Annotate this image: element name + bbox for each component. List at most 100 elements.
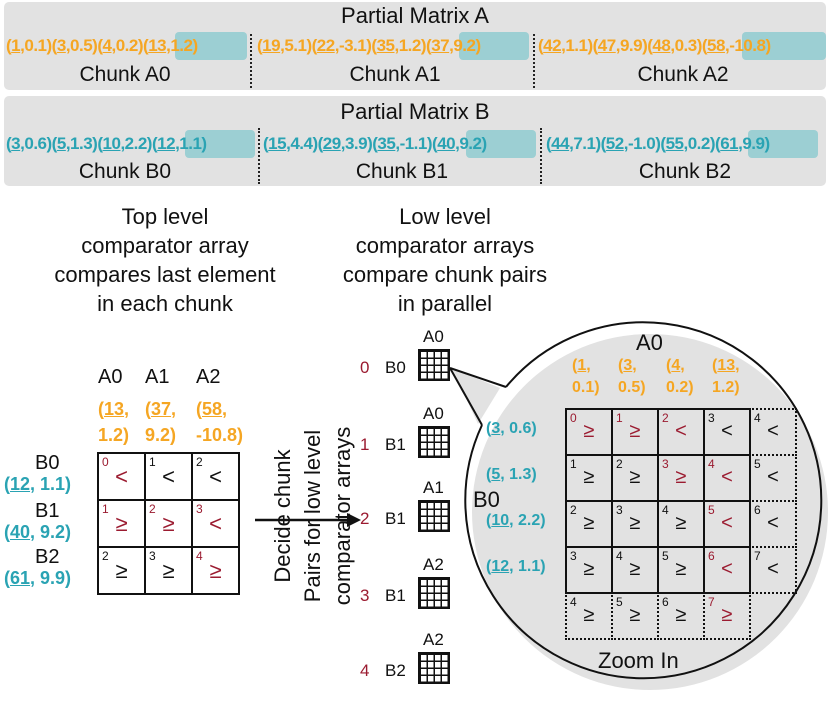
cell-index: 1 [102, 502, 109, 516]
top-level-caption-line: comparator array [81, 233, 249, 258]
chunk-a1-label: Chunk A1 [349, 63, 441, 86]
top-col-value-comma: , [222, 399, 228, 419]
entry-index: 37 [431, 36, 450, 55]
entry-value: ,-1.1) [395, 134, 433, 153]
cell-symbol: ≥ [583, 512, 595, 534]
cell-index: 4 [708, 457, 715, 471]
zoom-comparator-cell: 1≥ [611, 408, 659, 456]
entry-paren: ( [151, 134, 158, 153]
entry-index: 15 [268, 134, 287, 153]
cell-index: 4 [616, 549, 623, 563]
top-comparator-cell: 4≥ [191, 546, 240, 595]
top-row-value-paren: ( [4, 474, 10, 494]
entry-index: 13 [148, 36, 167, 55]
chunk-a2-label: Chunk A2 [637, 63, 729, 86]
zoom-comparator-cell: 3≥ [565, 546, 613, 594]
entry-value: ,1.2) [394, 36, 427, 55]
cell-symbol: ≥ [162, 511, 175, 536]
entry-paren: ( [715, 134, 721, 153]
cell-symbol: ≥ [675, 558, 687, 580]
zoom-row-index: 3 [491, 420, 501, 437]
entry-value: ,2.2) [120, 134, 152, 153]
entry-paren: ( [432, 134, 438, 153]
top-row-value: (12, 1.1) [4, 474, 71, 495]
zoom-row-rest: , 1.3) [500, 466, 537, 483]
low-level-mini-array [418, 500, 450, 532]
zoom-row-rest: , 1.1) [509, 558, 546, 575]
zoom-row-paren: ( [486, 420, 492, 437]
entry-index: 35 [376, 36, 395, 55]
entry-value: ,1.1) [175, 134, 207, 153]
entry-index: 22 [316, 36, 335, 55]
chunk-b1-label: Chunk B1 [355, 160, 449, 183]
zoom-col-value: (3, 0.5) [618, 355, 646, 399]
cell-symbol: < [767, 512, 779, 534]
zoom-col-comma: , [735, 357, 740, 374]
low-level-caption: Low level comparator arrays compare chun… [315, 202, 575, 318]
cell-index: 3 [570, 549, 577, 563]
zoom-comparator-cell: 3≥ [611, 500, 659, 548]
top-col-value: (37,9.2) [145, 396, 176, 448]
entry-value: ,9.9) [738, 134, 770, 153]
cell-index: 5 [662, 549, 669, 563]
low-level-caption-line: comparator arrays [355, 233, 535, 258]
zoom-row-rest: , 2.2) [509, 512, 546, 529]
cell-symbol: ≥ [583, 558, 595, 580]
zoom-comparator-cell: 6≥ [657, 592, 705, 640]
zoom-row-rest: , 0.6) [500, 420, 537, 437]
entry-index: 47 [597, 36, 616, 55]
zoom-comparator-cell: 4≥ [611, 546, 659, 594]
low-pair-b-label: B1 [385, 435, 406, 454]
top-level-caption: Top level comparator array compares last… [20, 202, 310, 318]
cell-index: 6 [708, 549, 715, 563]
top-row-value: (40, 9.2) [4, 522, 71, 543]
entry-paren: ( [143, 36, 149, 55]
cell-index: 2 [149, 502, 156, 516]
cell-symbol: ≥ [629, 420, 641, 442]
top-level-caption-line: Top level [121, 204, 209, 229]
zoom-row-label: B0 [473, 487, 500, 512]
low-pair-b-label: B1 [385, 509, 406, 528]
entry-value: ,0.3) [670, 36, 702, 55]
cell-index: 0 [570, 411, 577, 425]
zoom-comparator-cell: 4< [749, 408, 797, 456]
entry-paren: ( [426, 36, 432, 55]
top-col-value-index: 58 [202, 399, 223, 419]
cell-index: 2 [570, 503, 577, 517]
chunk-a2-last-highlight [742, 32, 826, 60]
cell-symbol: ≥ [721, 604, 733, 626]
zoom-row-value: (3, 0.6) [486, 420, 537, 438]
cell-symbol: ≥ [629, 558, 641, 580]
entry-index: 55 [665, 134, 684, 153]
entry-index: 10 [102, 134, 121, 153]
entry-index: 4 [102, 36, 112, 55]
zoom-comparator-cell: 6< [749, 500, 797, 548]
entry-paren: ( [317, 134, 324, 153]
zoom-row-paren: ( [486, 512, 492, 529]
chunk-a-divider-2 [533, 34, 535, 88]
zoom-comparator-cell: 2≥ [565, 500, 613, 548]
chunk-b-divider-2 [540, 128, 542, 184]
low-pair-b-label: B1 [385, 586, 406, 605]
cell-symbol: < [162, 464, 175, 489]
low-pair-a-label: A2 [423, 555, 444, 574]
zoom-comparator-cell: 3≥ [657, 454, 705, 502]
cell-symbol: < [721, 466, 733, 488]
zoom-comparator-cell: 5< [703, 500, 751, 548]
zoom-comparator-cell: 4≥ [657, 500, 705, 548]
partial-matrix-a-panel [4, 2, 826, 90]
zoom-col-value: (1, 0.1) [572, 355, 600, 399]
low-pair-a-label: A2 [423, 630, 444, 649]
low-pair-a-label: A1 [423, 478, 444, 497]
entry-value: ,4.4) [286, 134, 318, 153]
entry-paren: ( [257, 36, 263, 55]
cell-symbol: ≥ [583, 466, 595, 488]
low-pair-index: 2 [360, 509, 370, 528]
zoom-comparator-cell: 4≥ [565, 592, 613, 640]
cell-index: 6 [662, 595, 669, 609]
zoom-col-paren: ( [712, 357, 718, 374]
top-row-head: B0 [35, 452, 60, 474]
entry-paren: ( [311, 36, 318, 55]
top-row-value-index: 61 [10, 568, 31, 588]
